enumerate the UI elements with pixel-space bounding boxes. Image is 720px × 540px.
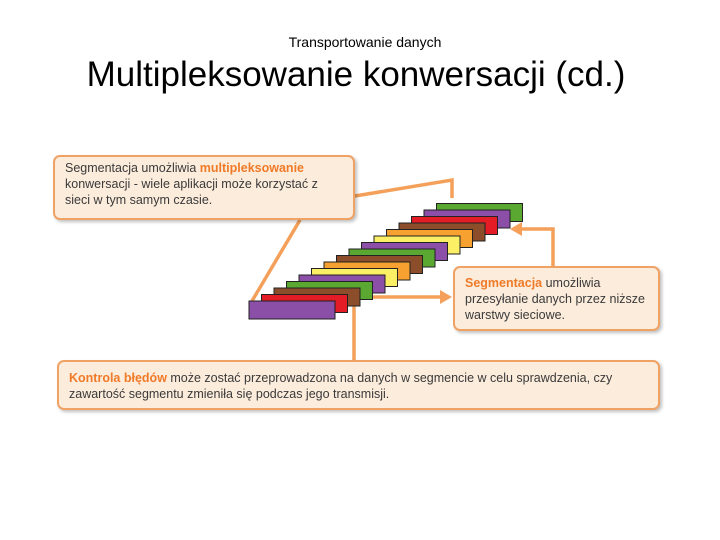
callout-segmentation: Segmentacja umożliwia przesyłanie danych… xyxy=(453,266,660,331)
arrow-right-head xyxy=(510,222,522,236)
callout-segmentation-highlight: Segmentacja xyxy=(465,276,543,290)
callout-multiplexing-highlight: multipleksowanie xyxy=(199,161,304,175)
callout-error-control-highlight: Kontrola błędów xyxy=(69,371,167,385)
callout-error-control-suffix: może zostać przeprowadzona na danych w s… xyxy=(69,371,613,401)
funnel-line-right xyxy=(354,177,454,198)
segment-stack xyxy=(248,203,523,320)
callout-multiplexing: Segmentacja umożliwia multipleksowanie k… xyxy=(53,155,355,220)
callout-multiplexing-suffix: konwersacji - wiele aplikacji może korzy… xyxy=(65,177,318,207)
supertitle: Transportowanie danych xyxy=(288,34,442,50)
arrow-bottom-line xyxy=(352,295,440,360)
arrow-right-line xyxy=(520,227,555,266)
callout-error-control: Kontrola błędów może zostać przeprowadzo… xyxy=(57,360,660,410)
callout-segmentation-suffix: umożliwia przesyłanie danych przez niższ… xyxy=(465,276,645,322)
callout-multiplexing-prefix: Segmentacja umożliwia xyxy=(65,161,200,175)
funnel-line-left xyxy=(250,219,302,302)
segment-block xyxy=(248,300,336,320)
page-title: Multipleksowanie konwersacji (cd.) xyxy=(86,55,626,94)
arrow-bottom-head xyxy=(440,290,452,304)
